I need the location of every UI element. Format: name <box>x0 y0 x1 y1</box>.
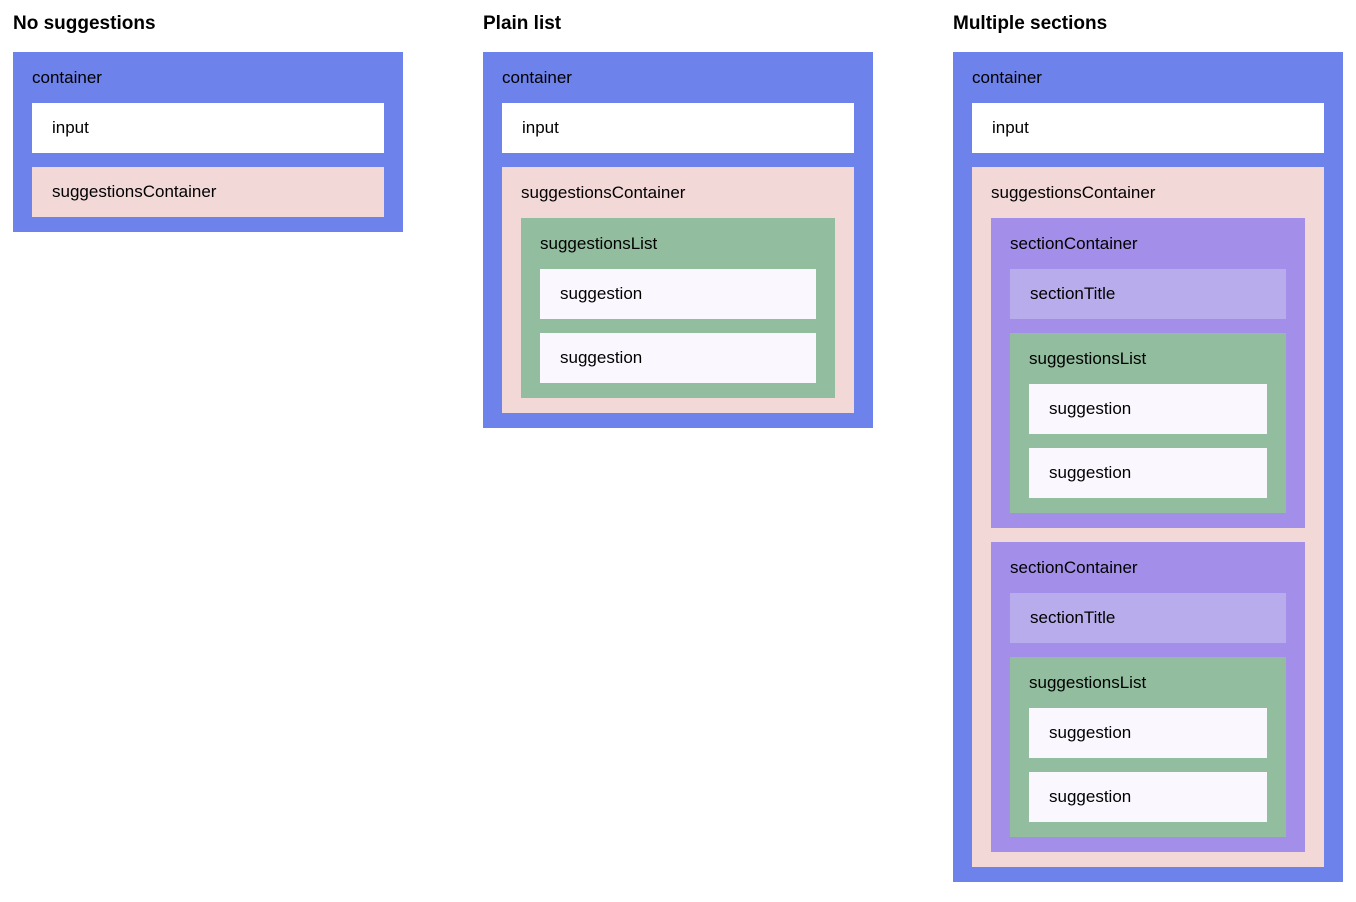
suggestions-container-label: suggestionsContainer <box>991 183 1156 202</box>
suggestion-box: suggestion <box>540 269 816 319</box>
example-heading: Plain list <box>483 13 562 34</box>
input-box: input <box>972 103 1324 153</box>
input-label: input <box>522 118 559 137</box>
suggestion-label: suggestion <box>560 284 643 303</box>
input-label: input <box>52 118 89 137</box>
suggestions-list-box: suggestionsList suggestion suggestion <box>521 218 835 398</box>
container-box: container input suggestionsContainer sec… <box>953 52 1343 882</box>
section-container-label: sectionContainer <box>1010 234 1138 253</box>
suggestion-box: suggestion <box>1029 384 1267 434</box>
suggestions-container-label: suggestionsContainer <box>521 183 686 202</box>
input-box: input <box>32 103 384 153</box>
suggestion-label: suggestion <box>1049 463 1132 482</box>
section-container-label: sectionContainer <box>1010 558 1138 577</box>
container-label: container <box>502 68 572 87</box>
section-title-label: sectionTitle <box>1030 284 1116 303</box>
example-heading: Multiple sections <box>953 13 1108 34</box>
section-container-box: sectionContainer sectionTitle suggestion… <box>991 542 1305 852</box>
suggestions-list-box: suggestionsList suggestion suggestion <box>1010 657 1286 837</box>
suggestions-container-box: suggestionsContainer <box>32 167 384 217</box>
section-title-box: sectionTitle <box>1010 593 1286 643</box>
input-label: input <box>992 118 1029 137</box>
suggestions-list-box: suggestionsList suggestion suggestion <box>1010 333 1286 513</box>
suggestions-list-label: suggestionsList <box>1029 349 1147 368</box>
suggestions-container-box: suggestionsContainer suggestionsList sug… <box>502 167 854 413</box>
suggestions-list-label: suggestionsList <box>1029 673 1147 692</box>
section-title-label: sectionTitle <box>1030 608 1116 627</box>
suggestion-box: suggestion <box>540 333 816 383</box>
suggestion-box: suggestion <box>1029 708 1267 758</box>
container-box: container input suggestionsContainer <box>13 52 403 232</box>
suggestion-box: suggestion <box>1029 772 1267 822</box>
example-multiple-sections: Multiple sections container input sugges… <box>953 10 1343 882</box>
input-box: input <box>502 103 854 153</box>
container-label: container <box>972 68 1042 87</box>
suggestions-container-box: suggestionsContainer sectionContainer se… <box>972 167 1324 867</box>
example-no-suggestions: No suggestions container input suggestio… <box>13 10 403 232</box>
container-label: container <box>32 68 102 87</box>
suggestion-label: suggestion <box>1049 723 1132 742</box>
suggestions-list-label: suggestionsList <box>540 234 658 253</box>
section-title-box: sectionTitle <box>1010 269 1286 319</box>
suggestion-label: suggestion <box>560 348 643 367</box>
suggestion-label: suggestion <box>1049 399 1132 418</box>
example-heading: No suggestions <box>13 13 156 34</box>
container-box: container input suggestionsContainer sug… <box>483 52 873 428</box>
suggestion-label: suggestion <box>1049 787 1132 806</box>
suggestion-box: suggestion <box>1029 448 1267 498</box>
suggestions-container-label: suggestionsContainer <box>52 182 217 201</box>
section-container-box: sectionContainer sectionTitle suggestion… <box>991 218 1305 528</box>
example-plain-list: Plain list container input suggestionsCo… <box>483 10 873 428</box>
